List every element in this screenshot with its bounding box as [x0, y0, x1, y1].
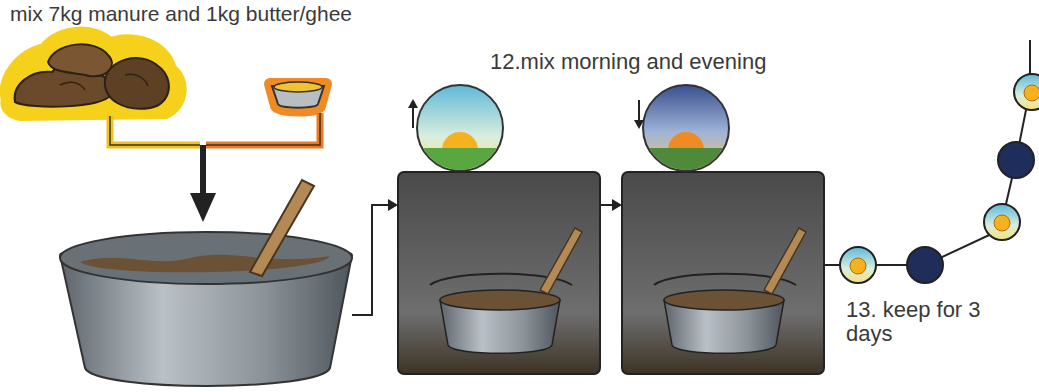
flow-line	[352, 205, 390, 315]
manure-lump	[48, 44, 112, 76]
day-circle	[984, 204, 1020, 240]
bowl-rim	[664, 290, 784, 310]
flow-arrowhead	[612, 199, 622, 211]
night-icon	[907, 247, 943, 283]
manure-crack	[125, 74, 148, 86]
mixing-bowl	[60, 180, 352, 386]
merge-line	[206, 113, 320, 145]
night-circle	[907, 247, 943, 283]
manure-pile	[7, 34, 180, 114]
panel-frame	[398, 172, 600, 374]
up-arrowhead	[408, 99, 418, 108]
moon	[1010, 149, 1023, 171]
sun	[1024, 85, 1039, 101]
manure-glow	[7, 34, 180, 114]
bowl-rim	[60, 232, 352, 284]
sunrise-scene	[410, 132, 510, 178]
stirring-stick	[250, 180, 314, 276]
moon	[919, 254, 932, 276]
instruction-label: 12.mix morning and evening	[490, 50, 810, 74]
day-circle	[840, 247, 876, 283]
flow-line	[600, 204, 614, 206]
sun	[850, 258, 866, 274]
manure-lump	[105, 58, 169, 109]
day-circle	[1014, 74, 1039, 110]
flow-arrowhead	[388, 199, 398, 211]
bowl-mixture	[80, 255, 330, 272]
ghee-surface	[274, 82, 322, 92]
night-icon	[998, 142, 1034, 178]
merge-line-outline	[110, 116, 200, 145]
day-icon	[840, 247, 876, 283]
instruction-label: mix 7kg manure and 1kg butter/ghee	[10, 2, 430, 25]
stirring-stick	[764, 228, 806, 294]
morning-panel	[398, 85, 600, 374]
ground	[410, 148, 510, 178]
evening-panel	[622, 85, 824, 374]
night-circle	[998, 142, 1034, 178]
sun	[994, 215, 1010, 231]
ground	[636, 148, 736, 178]
day-icon	[1014, 74, 1039, 110]
panel-frame	[622, 172, 824, 374]
stirring-stick	[540, 228, 582, 294]
down-arrowhead	[634, 120, 644, 129]
merge-line-outline	[206, 113, 320, 145]
sunset-scene	[636, 132, 736, 178]
merge-line	[110, 116, 200, 145]
bowl-rim	[440, 290, 560, 310]
instruction-label: 13. keep for 3 days	[846, 298, 996, 346]
flow-arrowhead	[190, 193, 216, 222]
manure-crack	[60, 82, 85, 90]
flow-arrow-shaft	[200, 145, 206, 195]
day-icon	[984, 204, 1020, 240]
ghee-bowl	[270, 82, 326, 111]
